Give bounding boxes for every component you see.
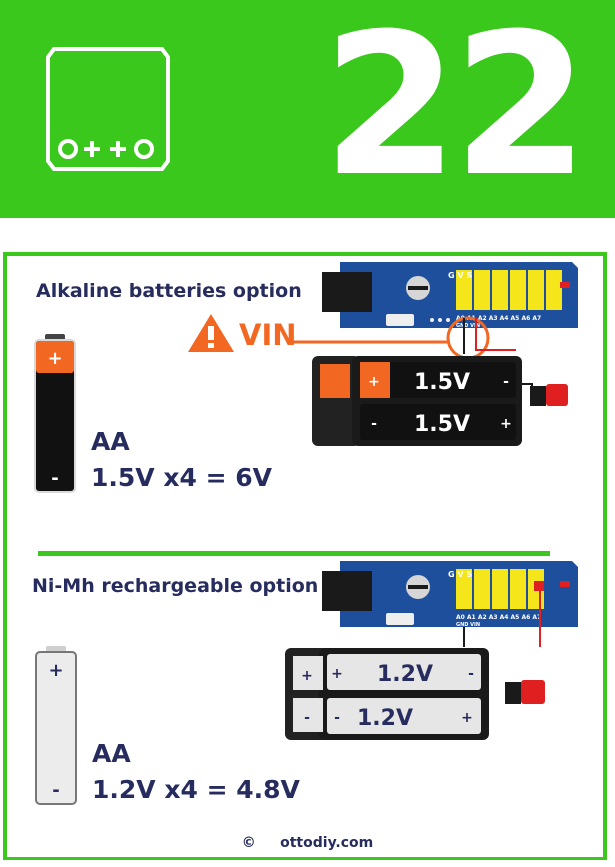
nimh-pack-plus-1: + [331, 666, 343, 682]
alkaline-board-diagram: G V S A0 A1 A2 A3 A4 A5 A6 A7 GND VIN [322, 262, 578, 329]
nimh-minus: - [52, 780, 59, 801]
vin-warning-label: VIN [239, 318, 297, 352]
content-panel [3, 252, 607, 860]
nimh-aa-battery-icon: + - [35, 646, 77, 805]
warning-icon [188, 314, 234, 352]
alkaline-pack-plus: + [368, 374, 380, 390]
alkaline-pack-minus-1: - [503, 374, 509, 390]
nimh-battery-pack: + - + 1.2V - - 1.2V + [285, 648, 545, 740]
nimh-plus: + [48, 660, 63, 681]
alkaline-pack-voltage-1: 1.5V [414, 370, 470, 395]
header-banner: otto 22 [0, 0, 615, 218]
brand-text: otto [44, 43, 46, 46]
alkaline-plus: + [47, 348, 62, 369]
nimh-pack-voltage-1: 1.2V [377, 662, 433, 687]
alkaline-pack-minus-2: - [371, 416, 377, 432]
nimh-board-diagram: G V S A0 A1 A2 A3 A4 A5 A6 A7 GND VIN [322, 561, 578, 647]
alkaline-pin-row-labels: G V S [448, 271, 472, 280]
nimh-power-pins: GND VIN [456, 622, 480, 628]
alkaline-aa-battery-icon: + - [34, 334, 76, 493]
nimh-pack-voltage-2: 1.2V [357, 706, 413, 731]
nimh-pin-row-labels: G V S [448, 570, 472, 579]
page-number: 22 [322, 0, 589, 220]
nimh-pack-minus-outer: - [304, 710, 310, 726]
alkaline-pack-plus-2: + [500, 416, 512, 432]
nimh-cell-type: AA [92, 739, 131, 768]
alkaline-formula: 1.5V x4 = 6V [91, 463, 272, 492]
alkaline-power-pins: GND VIN [456, 323, 480, 329]
copyright-symbol: © [241, 835, 256, 851]
alkaline-cell-type: AA [91, 427, 130, 456]
nimh-pack-plus-2: + [461, 710, 473, 726]
alkaline-battery-pack: + 1.5V - - 1.5V + [312, 356, 568, 446]
nimh-pack-minus-1: - [468, 666, 474, 682]
alkaline-heading: Alkaline batteries option [36, 280, 302, 302]
alkaline-pack-voltage-2: 1.5V [414, 412, 470, 437]
nimh-pack-plus-outer: + [301, 668, 313, 684]
nimh-pin-labels: A0 A1 A2 A3 A4 A5 A6 A7 [456, 614, 541, 621]
footer: © ottodiy.com [0, 835, 615, 851]
site-link[interactable]: ottodiy.com [280, 835, 374, 851]
nimh-formula: 1.2V x4 = 4.8V [92, 775, 300, 804]
alkaline-minus: - [51, 468, 58, 489]
otto-logo-icon: otto [44, 43, 170, 171]
nimh-pack-minus-2: - [334, 710, 340, 726]
nimh-heading: Ni-Mh rechargeable option [32, 575, 319, 597]
section-divider [38, 551, 550, 556]
alkaline-pin-labels: A0 A1 A2 A3 A4 A5 A6 A7 [456, 315, 541, 322]
vin-callout [288, 316, 516, 360]
